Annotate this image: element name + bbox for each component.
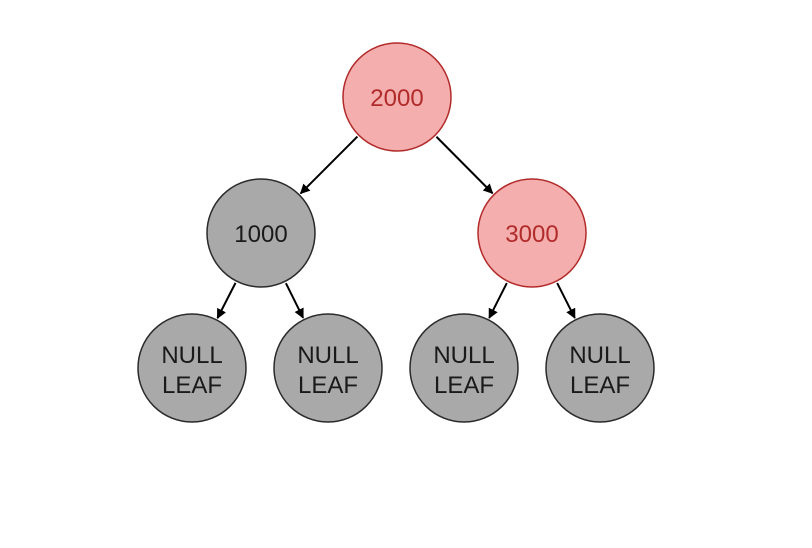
node-circle-null-1	[137, 313, 247, 423]
edge-right-to-null-4	[556, 282, 576, 319]
node-label-null-1-line1: NULL	[161, 342, 222, 369]
node-label-null-3-line2: LEAF	[434, 372, 494, 399]
edge-root-to-left	[299, 135, 359, 195]
node-label-null-3-line1: NULL	[433, 342, 494, 369]
node-circle-left	[206, 178, 316, 288]
node-label-null-4-line2: LEAF	[570, 372, 630, 399]
edge-root-to-right	[435, 136, 494, 194]
node-circle-null-4	[545, 313, 655, 423]
edges	[216, 135, 576, 320]
node-label-left: 1000	[234, 221, 287, 248]
edge-left-to-null-1	[216, 282, 237, 320]
node-label-null-2-line1: NULL	[297, 342, 358, 369]
node-circle-null-2	[273, 313, 383, 423]
tree-node-left: 1000	[206, 178, 316, 288]
tree-node-root: 2000	[342, 42, 452, 152]
node-label-null-4-line1: NULL	[569, 342, 630, 369]
node-circle-null-3	[409, 313, 519, 423]
node-circle-root	[342, 42, 452, 152]
tree-node-null-1: NULL LEAF	[137, 313, 247, 423]
node-circle-right	[477, 178, 587, 288]
node-label-right: 3000	[505, 221, 558, 248]
node-label-null-1-line2: LEAF	[162, 372, 222, 399]
tree-node-null-2: NULL LEAF	[273, 313, 383, 423]
node-label-null-2-line2: LEAF	[298, 372, 358, 399]
tree-node-right: 3000	[477, 178, 587, 288]
tree-node-null-3: NULL LEAF	[409, 313, 519, 423]
edge-right-to-null-3	[488, 282, 508, 319]
tree-node-null-4: NULL LEAF	[545, 313, 655, 423]
node-label-root: 2000	[370, 85, 423, 112]
edge-left-to-null-2	[284, 282, 305, 319]
